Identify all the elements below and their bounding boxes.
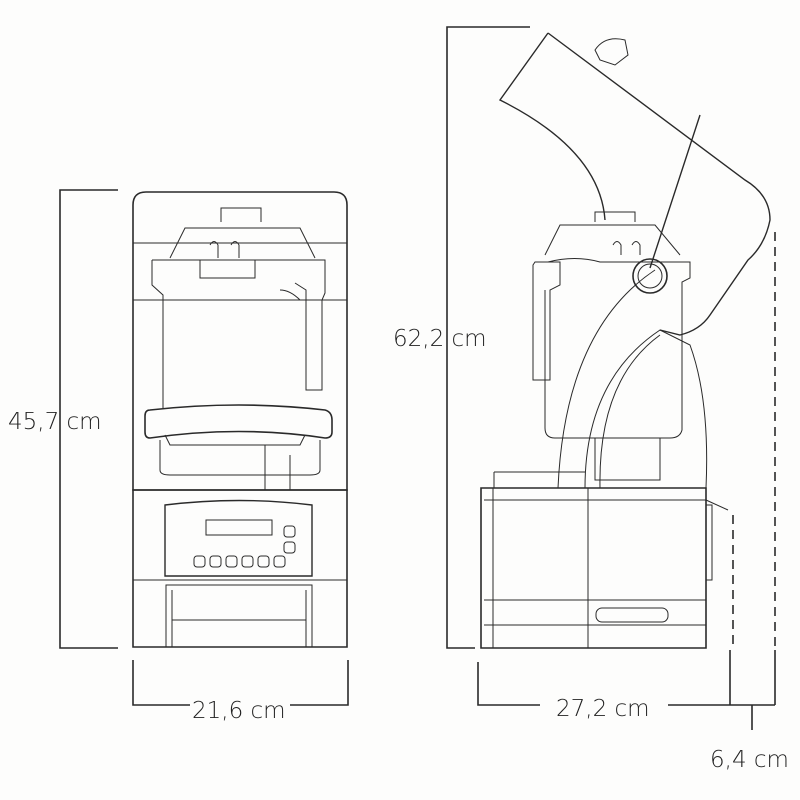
- side-depth-dimension: [477, 650, 776, 730]
- lid-hinge: [632, 258, 668, 294]
- panel-button: [283, 525, 296, 538]
- side-height-label: 62,2 cm: [393, 326, 487, 352]
- side-clearance-label: 6,4 cm: [710, 747, 789, 773]
- clearance-dashed-lines: [732, 232, 776, 650]
- side-height-dimension: [446, 26, 530, 649]
- lcd-display: [205, 519, 273, 536]
- front-view-blender: [132, 191, 348, 648]
- side-view-blender: [480, 32, 771, 649]
- side-handle-slot: [595, 607, 669, 623]
- front-height-label: 45,7 cm: [8, 409, 102, 435]
- panel-buttons-row: [193, 555, 286, 568]
- front-height-dimension: [59, 189, 118, 649]
- panel-button: [283, 541, 296, 554]
- side-depth-label: 27,2 cm: [556, 696, 650, 722]
- dimension-lines: [59, 26, 776, 730]
- front-width-label: 21,6 cm: [192, 698, 286, 724]
- front-width-dimension: [132, 660, 349, 706]
